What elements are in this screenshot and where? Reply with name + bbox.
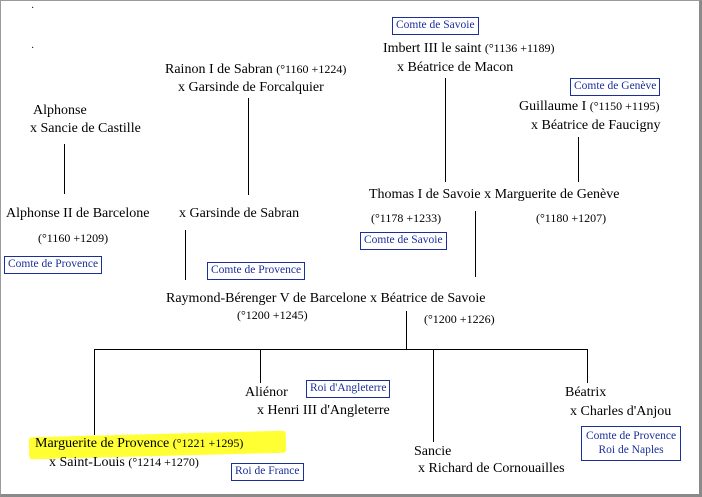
dates-marguerite-geneve: (°1180 +1207) bbox=[536, 211, 607, 225]
title-comte-de-provence-mid: Comte de Provence bbox=[207, 262, 306, 280]
person-raymond-berenger: Raymond-Bérenger V de Barcelone x Béatri… bbox=[166, 291, 486, 306]
title-roi-d-angleterre: Roi d'Angleterre bbox=[306, 380, 391, 398]
spouse-alienor: x Henri III d'Angleterre bbox=[257, 403, 390, 418]
person-imbert: Imbert III le saint (°1136 +1189) bbox=[383, 42, 555, 56]
dates-raymond: (°1200 +1245) bbox=[237, 308, 308, 322]
person-name: Marguerite de Provence bbox=[35, 436, 170, 451]
title-provence-naples: Comte de Provence Roi de Naples bbox=[581, 426, 682, 461]
person-sancie: Sancie bbox=[414, 444, 452, 459]
dates-beatrice-savoie: (°1200 +1226) bbox=[424, 312, 495, 326]
spouse-dates: (°1214 +1270) bbox=[128, 455, 199, 469]
line-thomas bbox=[475, 211, 476, 277]
spouse-sancie: x Richard de Cornouailles bbox=[418, 461, 565, 476]
spouse-alphonse-ii: x Garsinde de Sabran bbox=[179, 206, 300, 221]
person-alienor: Aliénor bbox=[245, 385, 288, 400]
title-comte-de-provence-right: Comte de Provence bbox=[586, 430, 677, 442]
spouse-marguerite: x Saint-Louis (°1214 +1270) bbox=[49, 456, 199, 470]
stray-dot: · bbox=[31, 3, 35, 14]
person-name: Guillaume I bbox=[519, 99, 587, 114]
line-rainon bbox=[248, 98, 249, 195]
title-comte-de-savoie-mid: Comte de Savoie bbox=[360, 232, 447, 250]
line-child-sancie bbox=[433, 349, 434, 442]
person-alphonse: Alphonse bbox=[33, 103, 87, 118]
person-name: Rainon I de Sabran bbox=[165, 62, 273, 77]
title-comte-de-geneve: Comte de Genève bbox=[570, 78, 661, 96]
person-dates: (°1160 +1224) bbox=[276, 62, 347, 76]
person-thomas: Thomas I de Savoie x Marguerite de Genèv… bbox=[369, 187, 620, 202]
person-dates: (°1150 +1195) bbox=[589, 99, 660, 113]
line-imbert bbox=[445, 78, 446, 182]
stray-dot: · bbox=[31, 43, 35, 54]
title-comte-de-provence-left: Comte de Provence bbox=[4, 256, 103, 274]
spouse-imbert: x Béatrice de Macon bbox=[397, 60, 514, 75]
line-children-bar bbox=[94, 349, 587, 350]
person-dates: (°1221 +1295) bbox=[172, 436, 244, 450]
title-roi-de-france: Roi de France bbox=[231, 463, 304, 481]
spouse-beatrix: x Charles d'Anjou bbox=[570, 404, 672, 419]
spouse-alphonse: x Sancie de Castille bbox=[30, 121, 141, 136]
dates-thomas: (°1178 +1233) bbox=[371, 211, 442, 225]
line-guillaume bbox=[578, 137, 579, 182]
person-name: Imbert III le saint bbox=[383, 41, 482, 56]
line-alphonse bbox=[64, 144, 65, 194]
dates-alphonse-ii: (°1160 +1209) bbox=[38, 231, 109, 245]
line-child-marguerite bbox=[94, 349, 95, 435]
person-guillaume: Guillaume I (°1150 +1195) bbox=[519, 100, 659, 114]
line-child-beatrix bbox=[587, 349, 588, 383]
spouse-name: x Saint-Louis bbox=[49, 455, 125, 470]
spouse-guillaume: x Béatrice de Faucigny bbox=[531, 118, 661, 133]
person-beatrix: Béatrix bbox=[565, 385, 607, 400]
title-comte-de-savoie-top: Comte de Savoie bbox=[392, 17, 479, 35]
person-dates: (°1136 +1189) bbox=[484, 41, 555, 55]
person-marguerite: Marguerite de Provence (°1221 +1295) bbox=[35, 437, 243, 451]
line-child-alienor bbox=[260, 349, 261, 383]
person-alphonse-ii: Alphonse II de Barcelone bbox=[6, 206, 150, 221]
spouse-rainon: x Garsinde de Forcalquier bbox=[178, 80, 324, 95]
line-raymond-down bbox=[406, 311, 407, 349]
line-barcelone bbox=[185, 230, 186, 280]
title-roi-de-naples: Roi de Naples bbox=[598, 444, 664, 457]
person-rainon: Rainon I de Sabran (°1160 +1224) bbox=[165, 63, 346, 77]
